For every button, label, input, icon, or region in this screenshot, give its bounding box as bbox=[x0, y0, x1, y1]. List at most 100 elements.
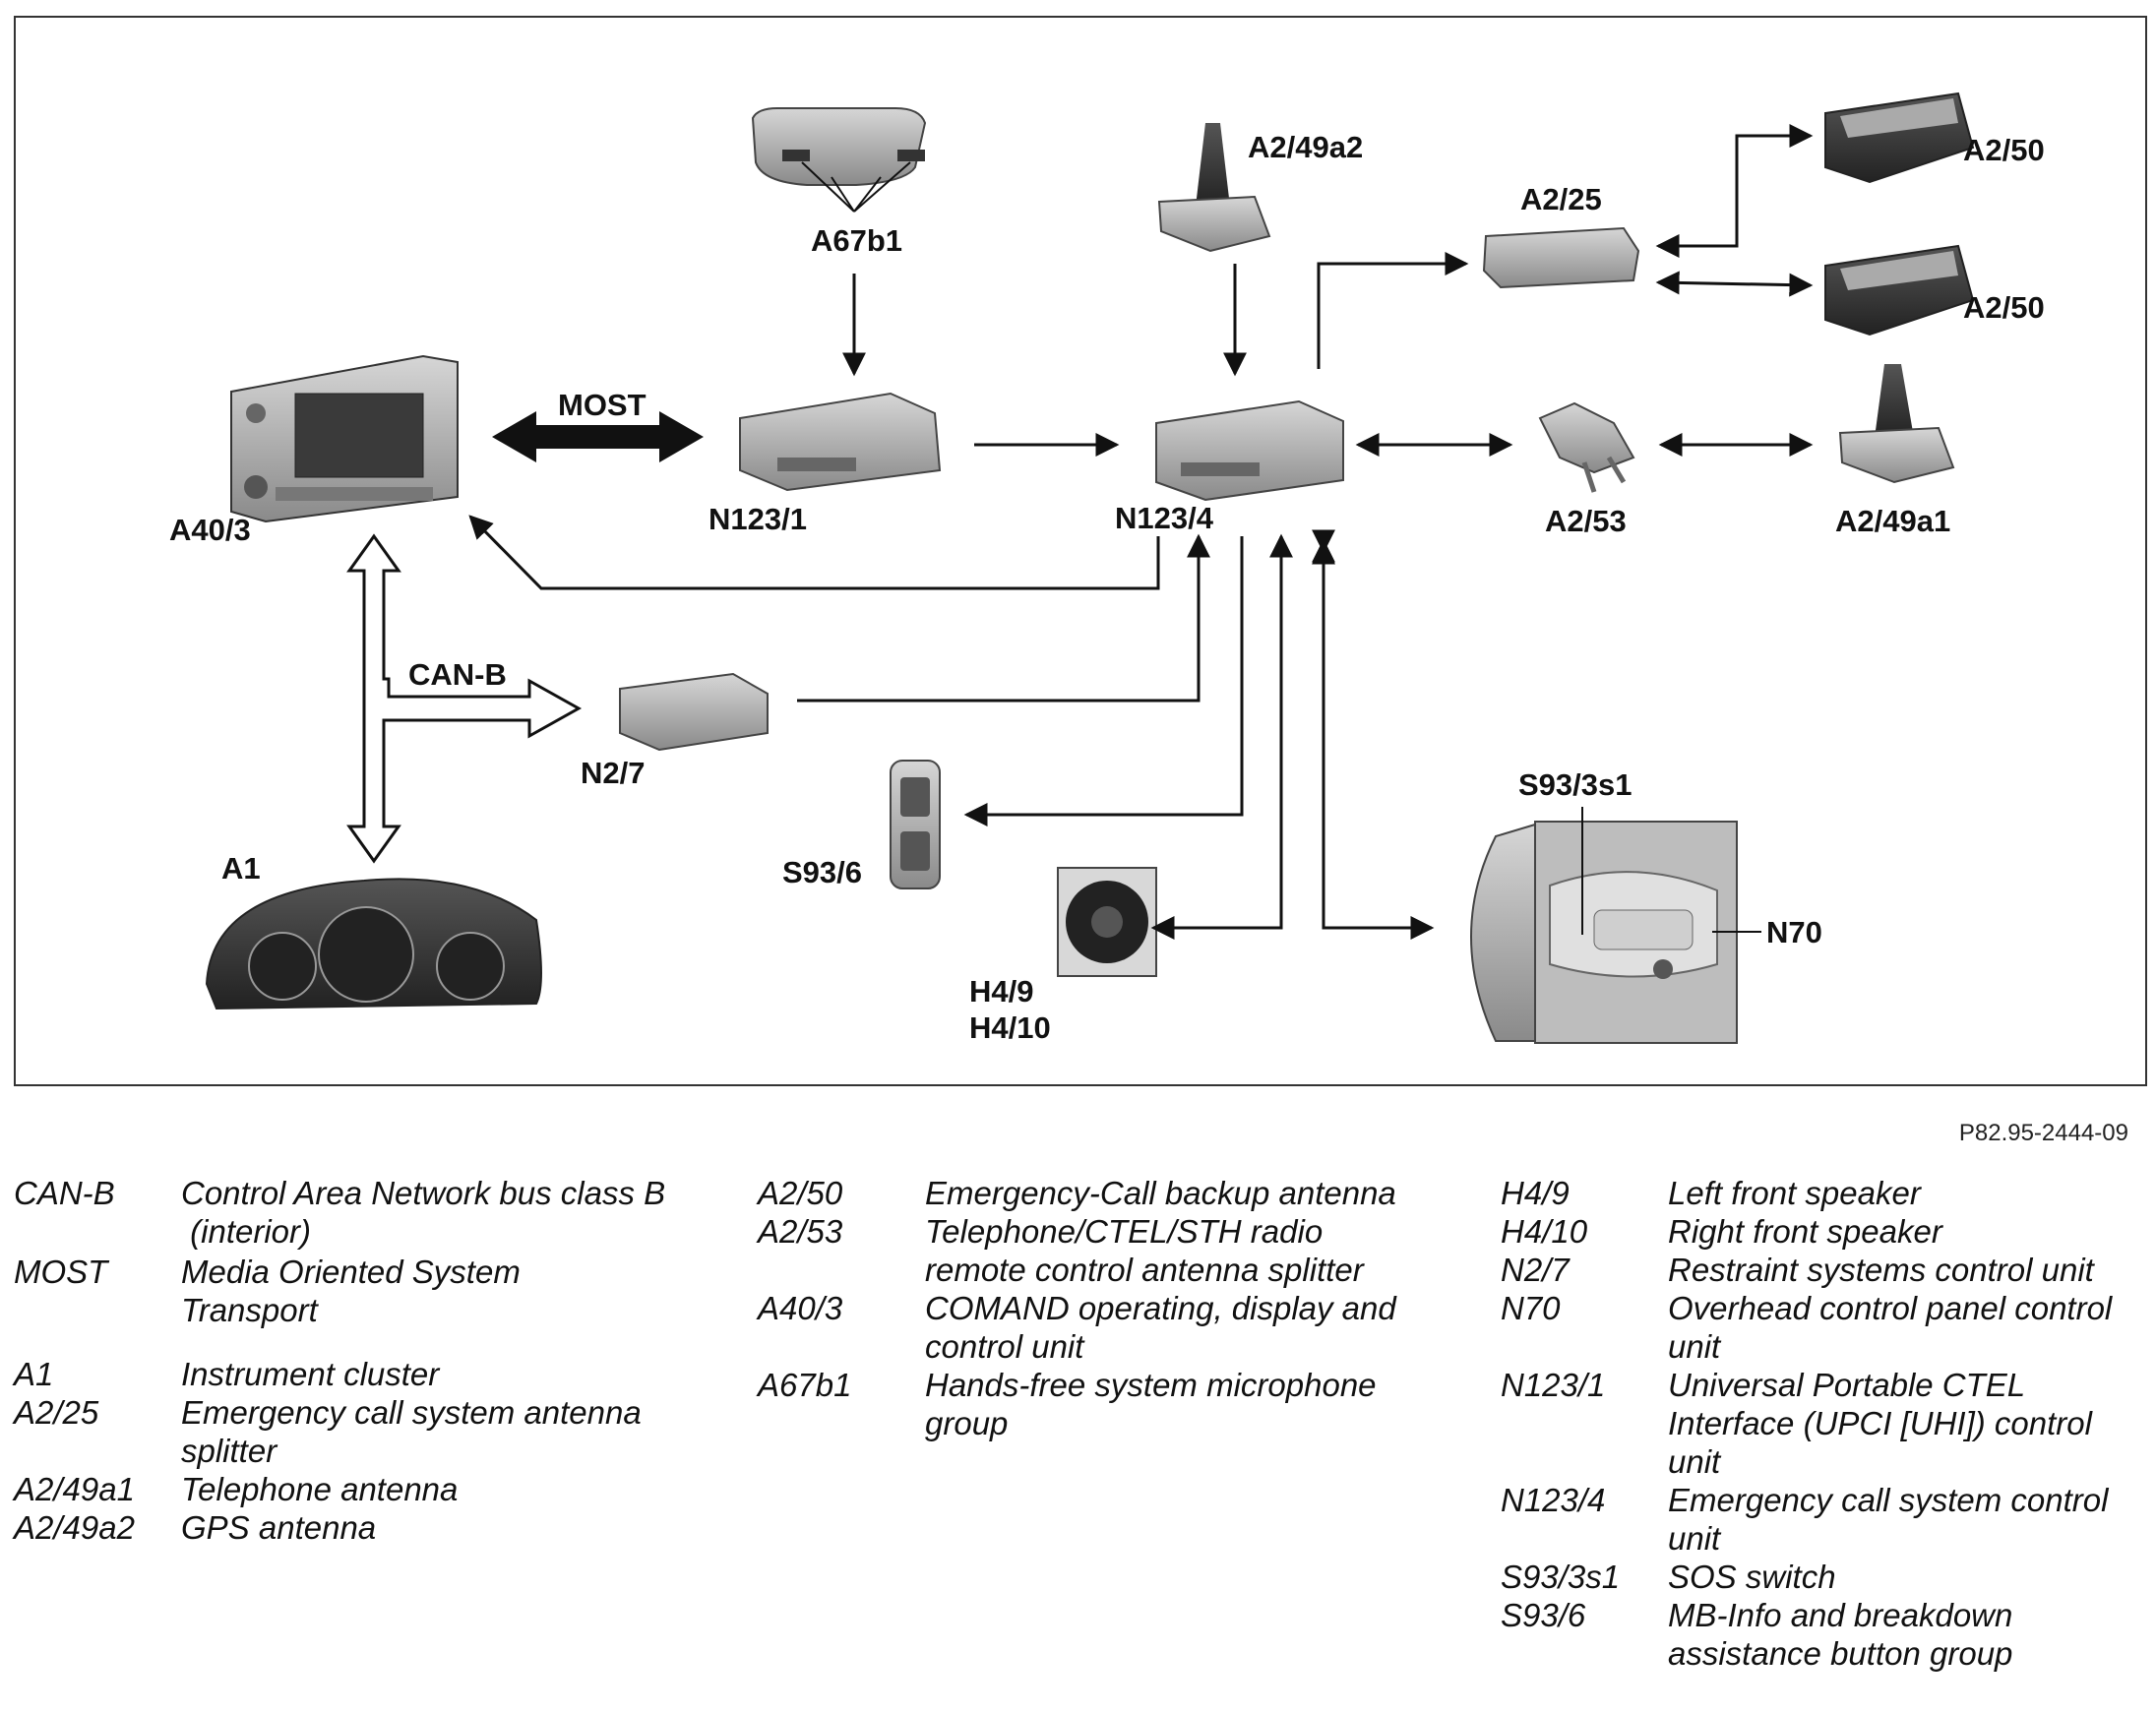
legend-desc: Restraint systems control unit bbox=[1668, 1252, 2094, 1288]
label-a2-50-bottom: A2/50 bbox=[1963, 290, 2045, 325]
speaker-icon bbox=[1057, 867, 1157, 977]
assistance-button-group-icon bbox=[890, 760, 941, 889]
legend-code: A2/49a2 bbox=[14, 1509, 135, 1546]
a2-25-a2-50-bottom-link bbox=[1655, 271, 1814, 297]
legend-desc: Instrument cluster bbox=[181, 1356, 440, 1392]
legend-code: S93/6 bbox=[1501, 1597, 1586, 1633]
legend-code: S93/3s1 bbox=[1501, 1559, 1621, 1595]
microphone-group-icon bbox=[751, 107, 927, 213]
wiring-diagram: A40/3 MOST A67b1 N123/1 A2/49a2 A2/25 A2… bbox=[169, 92, 2045, 1045]
legend-column-2: A2/50 Emergency-Call backup antenna A2/53… bbox=[758, 1174, 1447, 1442]
label-n70: N70 bbox=[1766, 915, 1822, 949]
label-a67b1: A67b1 bbox=[811, 223, 902, 258]
label-a2-50-top: A2/50 bbox=[1963, 133, 2045, 167]
legend-code: CAN-B bbox=[14, 1175, 115, 1211]
legend-desc: Right front speaker bbox=[1668, 1213, 1942, 1250]
n123-4-to-a2-25 bbox=[1317, 252, 1469, 369]
legend-desc: Emergency-Call backup antenna bbox=[925, 1175, 1396, 1211]
n123-4-to-n70 bbox=[1322, 541, 1435, 940]
label-a1: A1 bbox=[221, 851, 261, 886]
n2-7-to-n123-4 bbox=[797, 533, 1210, 703]
label-a2-53: A2/53 bbox=[1545, 504, 1627, 538]
label-n123-4: N123/4 bbox=[1115, 501, 1214, 535]
legend-row: H4/10 Right front speaker bbox=[1501, 1212, 2150, 1251]
n123-1-module-icon bbox=[739, 392, 942, 492]
backup-antenna-top-icon bbox=[1824, 92, 1975, 184]
label-a40-3: A40/3 bbox=[169, 513, 251, 547]
comand-unit-icon bbox=[230, 354, 459, 523]
legend-row: A1 Instrument cluster bbox=[14, 1355, 703, 1393]
legend-code: N123/4 bbox=[1501, 1482, 1606, 1518]
a2-25-a2-50-top-link bbox=[1655, 124, 1814, 258]
restraint-module-icon bbox=[619, 672, 769, 752]
legend-code: N2/7 bbox=[1501, 1252, 1570, 1288]
legend-code: A40/3 bbox=[758, 1290, 843, 1326]
legend-code: N70 bbox=[1501, 1290, 1561, 1326]
legend-code: A2/25 bbox=[14, 1394, 99, 1431]
can-b-bus-arrows bbox=[346, 533, 583, 864]
n123-4-to-speaker bbox=[1150, 539, 1283, 940]
legend-code: A2/50 bbox=[758, 1175, 843, 1211]
telephone-splitter-icon bbox=[1538, 401, 1635, 493]
instrument-cluster-icon bbox=[205, 878, 542, 1010]
legend-code: A1 bbox=[14, 1356, 54, 1392]
label-a2-49a1: A2/49a1 bbox=[1835, 504, 1950, 538]
label-a2-25: A2/25 bbox=[1520, 182, 1602, 216]
legend-row: S93/3s1 SOS switch bbox=[1501, 1558, 2150, 1596]
legend-column-1: CAN-B Control Area Network bus class B (i… bbox=[14, 1174, 703, 1547]
legend-desc: GPS antenna bbox=[181, 1509, 377, 1546]
legend-row: H4/9 Left front speaker bbox=[1501, 1174, 2150, 1212]
label-a2-49a2: A2/49a2 bbox=[1248, 130, 1363, 164]
legend-code: H4/10 bbox=[1501, 1213, 1588, 1250]
most-bus-arrow bbox=[492, 411, 704, 462]
label-h4-9: H4/9 bbox=[969, 974, 1033, 1009]
telephone-antenna-icon bbox=[1838, 364, 1955, 484]
legend-desc: SOS switch bbox=[1668, 1559, 1836, 1595]
legend-code: H4/9 bbox=[1501, 1175, 1570, 1211]
overhead-control-panel-icon bbox=[1470, 821, 1738, 1044]
gps-antenna-icon bbox=[1157, 123, 1271, 253]
legend-column-3: H4/9 Left front speaker H4/10 Right front … bbox=[1501, 1174, 2150, 1673]
legend-code: A2/53 bbox=[758, 1213, 843, 1250]
legend-row: N2/7 Restraint systems control unit bbox=[1501, 1251, 2150, 1289]
legend-code: A2/49a1 bbox=[14, 1471, 135, 1507]
diagram-frame bbox=[14, 16, 2147, 1086]
label-n123-1: N123/1 bbox=[708, 502, 807, 536]
legend-code: N123/1 bbox=[1501, 1367, 1606, 1403]
backup-antenna-bottom-icon bbox=[1824, 244, 1975, 336]
legend-code: A67b1 bbox=[758, 1367, 852, 1403]
legend-row: A2/49a2 GPS antenna bbox=[14, 1508, 703, 1547]
label-h4-10: H4/10 bbox=[969, 1010, 1051, 1045]
legend-desc: Control Area Network bus class B (interi… bbox=[181, 1175, 666, 1250]
antenna-splitter-icon bbox=[1482, 226, 1640, 289]
label-s93-6: S93/6 bbox=[782, 855, 862, 889]
legend-code: MOST bbox=[14, 1254, 108, 1290]
label-most: MOST bbox=[558, 388, 647, 422]
label-can-b: CAN-B bbox=[408, 657, 507, 692]
n123-4-to-a40-3 bbox=[468, 515, 1160, 590]
figure-code: P82.95-2444-09 bbox=[1958, 1120, 2128, 1146]
legend-desc: Left front speaker bbox=[1668, 1175, 1921, 1211]
label-n2-7: N2/7 bbox=[581, 756, 645, 790]
n123-4-to-s93-6 bbox=[963, 536, 1244, 826]
legend-desc: Telephone antenna bbox=[181, 1471, 459, 1507]
legend-row: CAN-B Control Area Network bus class B (i… bbox=[14, 1174, 703, 1251]
